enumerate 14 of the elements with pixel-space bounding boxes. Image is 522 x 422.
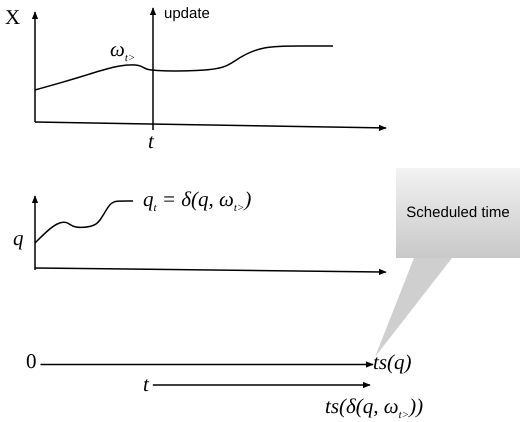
axis-label: X	[5, 6, 20, 30]
time-label: ts(δ(q, ω$_{t>}$))	[325, 395, 424, 422]
time-label: t	[143, 373, 149, 396]
tick-label: t	[148, 130, 154, 154]
axis-label: q	[13, 227, 24, 250]
arrow	[40, 361, 374, 368]
time-label: 0	[26, 350, 36, 374]
curve-label: ω$_{t>}$	[110, 38, 136, 64]
arrow	[152, 382, 371, 388]
axis-label: update	[164, 6, 210, 22]
callout-box: Scheduled time	[396, 168, 520, 258]
equation: q$_{t}$ = δ(q, ω$_{t>}$)	[143, 188, 252, 214]
callout-pointer	[375, 258, 452, 357]
time-label: ts(q)	[373, 351, 412, 374]
